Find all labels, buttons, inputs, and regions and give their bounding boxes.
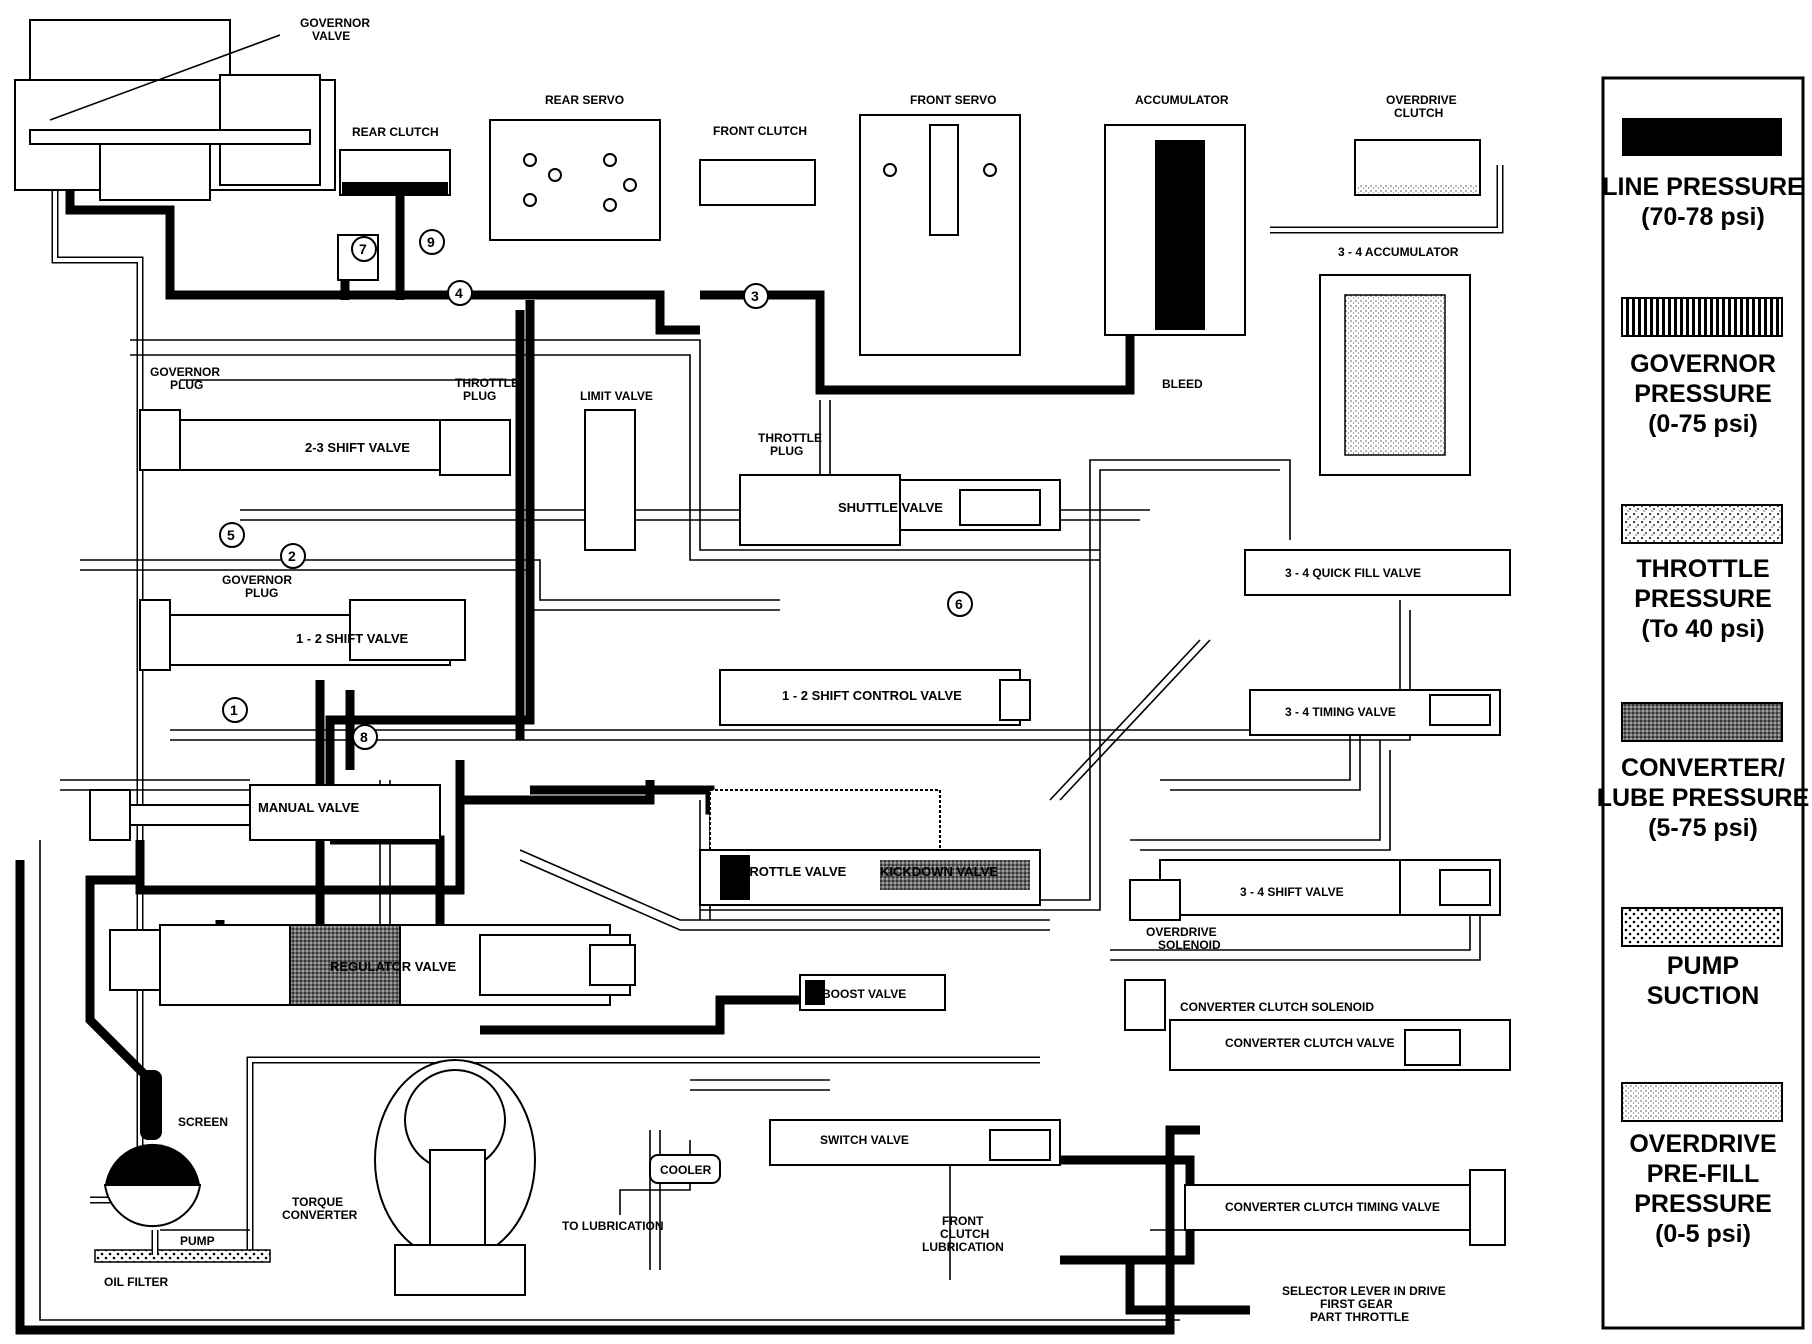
label-oil-filter: OIL FILTER (104, 1275, 169, 1289)
label-boost-valve: BOOST VALVE (822, 987, 906, 1001)
boost-valve (799, 974, 946, 1011)
legend-swatch-converter (1621, 702, 1783, 742)
legend-converter-pressure: CONVERTER/LUBE PRESSURE(5-75 psi) (1597, 754, 1810, 842)
label-switch-valve: SWITCH VALVE (820, 1133, 909, 1147)
label-bleed: BLEED (1162, 377, 1203, 391)
label-regulator-valve: REGULATOR VALVE (330, 959, 456, 974)
front-clutch (699, 159, 816, 206)
legend-swatch-governor (1621, 297, 1783, 337)
quick-fill-valve-34 (1244, 549, 1511, 596)
svg-text:9: 9 (427, 234, 435, 250)
label-12-shift-valve: 1 - 2 SHIFT VALVE (296, 631, 409, 646)
marker-5: 5 (219, 522, 245, 548)
legend-swatch-pump-suction (1621, 907, 1783, 947)
marker-9: 9 (419, 229, 445, 255)
label-timing-valve-34: 3 - 4 TIMING VALVE (1285, 705, 1396, 719)
label-12-shift-control: 1 - 2 SHIFT CONTROL VALVE (782, 688, 962, 703)
label-rear-clutch: REAR CLUTCH (352, 125, 439, 139)
label-shuttle-valve: SHUTTLE VALVE (838, 500, 943, 515)
governor-assembly (14, 19, 336, 201)
label-accumulator-34: 3 - 4 ACCUMULATOR (1338, 245, 1459, 259)
converter-clutch-valve (1124, 979, 1511, 1071)
rear-servo (489, 119, 661, 241)
label-front-clutch: FRONT CLUTCH (713, 124, 807, 138)
svg-text:4: 4 (455, 285, 463, 301)
label-23-shift-valve: 2-3 SHIFT VALVE (305, 440, 410, 455)
label-kickdown-valve: KICKDOWN VALVE (880, 864, 998, 879)
marker-7: 7 (351, 236, 377, 262)
label-pump: PUMP (180, 1234, 215, 1248)
upper-valve-body (139, 409, 1061, 551)
oil-passages (39, 170, 1481, 1321)
marker-4: 4 (447, 280, 473, 306)
marker-2: 2 (280, 543, 306, 569)
legend-swatch-throttle (1621, 504, 1783, 544)
pump-screen-assembly (94, 1070, 271, 1263)
svg-text:6: 6 (955, 596, 963, 612)
svg-text:7: 7 (359, 241, 367, 257)
label-converter-clutch-timing: CONVERTER CLUTCH TIMING VALVE (1225, 1200, 1440, 1214)
label-limit-valve: LIMIT VALVE (580, 389, 653, 403)
overdrive-clutch-fill (1357, 185, 1478, 193)
label-manual-valve: MANUAL VALVE (258, 800, 359, 815)
marker-8: 8 (352, 724, 378, 750)
svg-text:8: 8 (360, 729, 368, 745)
svg-text:5: 5 (227, 527, 235, 543)
marker-3: 3 (743, 283, 769, 309)
legend-swatch-overdrive-prefill (1621, 1082, 1783, 1122)
throttle-kickdown-body (699, 789, 1041, 906)
label-front-servo: FRONT SERVO (910, 93, 996, 107)
manual-valve (89, 784, 441, 841)
label-quick-fill-34: 3 - 4 QUICK FILL VALVE (1285, 566, 1421, 580)
label-cooler: COOLER (660, 1163, 712, 1177)
legend-swatch-line-pressure (1622, 118, 1782, 156)
converter-clutch-timing-valve (1184, 1169, 1506, 1246)
marker-1: 1 (222, 697, 248, 723)
legend-line-pressure: LINE PRESSURE(70-78 psi) (1602, 173, 1803, 231)
numbered-markers: 1 2 3 4 5 6 7 8 9 (219, 229, 973, 750)
label-shift-valve-34: 3 - 4 SHIFT VALVE (1240, 885, 1344, 899)
marker-6: 6 (947, 591, 973, 617)
label-converter-clutch-valve: CONVERTER CLUTCH VALVE (1225, 1036, 1395, 1050)
front-servo (859, 114, 1021, 356)
svg-text:3: 3 (751, 288, 759, 304)
torque-converter (374, 1059, 536, 1296)
shift-valve-12-body (139, 599, 1031, 726)
accumulator (1104, 124, 1246, 336)
label-rear-servo: REAR SERVO (545, 93, 624, 107)
label-throttle-valve: THROTTLE VALVE (732, 864, 847, 879)
line-pressure-passages (15, 135, 1250, 1335)
svg-text:2: 2 (288, 548, 296, 564)
label-converter-clutch-solenoid: CONVERTER CLUTCH SOLENOID (1180, 1000, 1374, 1014)
svg-text:1: 1 (230, 702, 238, 718)
regulator-valve (109, 924, 636, 1006)
label-to-lubrication: TO LUBRICATION (562, 1219, 664, 1233)
shift-valve-34 (1129, 859, 1501, 921)
rear-clutch (337, 149, 451, 281)
label-accumulator: ACCUMULATOR (1135, 93, 1229, 107)
label-screen: SCREEN (178, 1115, 228, 1129)
accumulator-34 (1319, 274, 1471, 476)
timing-valve-34 (1249, 689, 1501, 736)
cooler (649, 1154, 721, 1184)
switch-valve (769, 1119, 1061, 1166)
